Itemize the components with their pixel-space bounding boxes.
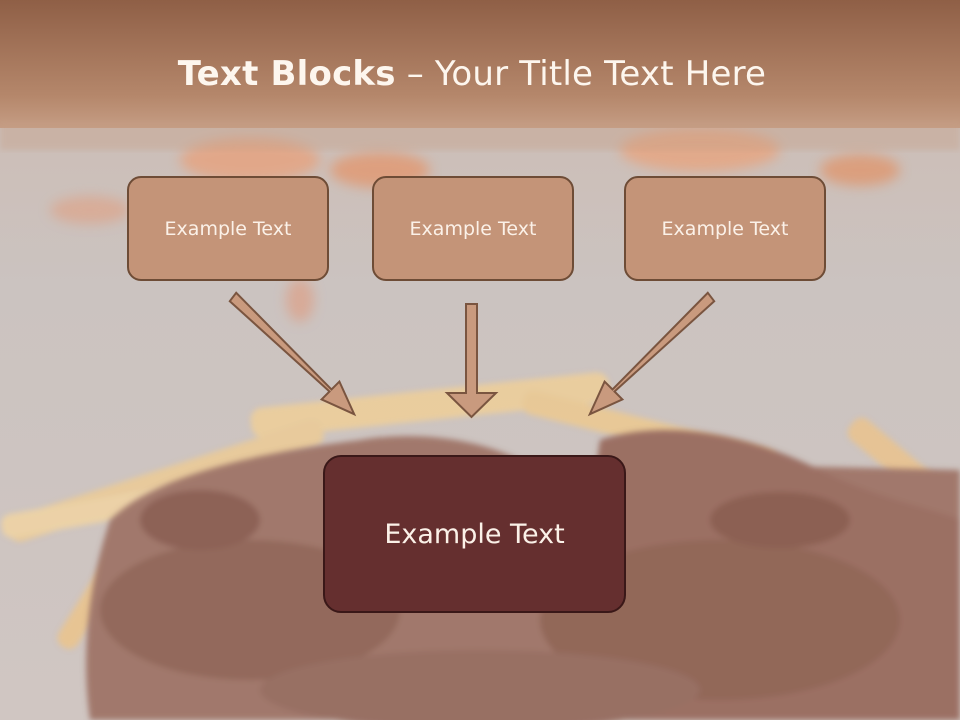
arrow-down-icon: [444, 303, 499, 419]
title-separator: –: [395, 54, 435, 94]
title-rest: Your Title Text Here: [434, 54, 767, 94]
text-block-label: Example Text: [164, 217, 292, 240]
slide-title: Text Blocks – Your Title Text Here: [0, 54, 944, 94]
main-text-block-label: Example Text: [384, 518, 565, 550]
main-text-block[interactable]: Example Text: [323, 455, 626, 613]
arrow-right-icon: [587, 291, 716, 417]
text-block-right[interactable]: Example Text: [624, 176, 826, 281]
title-bold: Text Blocks: [177, 54, 396, 94]
text-block-label: Example Text: [409, 217, 537, 240]
text-block-label: Example Text: [661, 217, 789, 240]
arrow-left-icon: [228, 291, 357, 417]
text-block-center[interactable]: Example Text: [372, 176, 574, 281]
text-block-left[interactable]: Example Text: [127, 176, 329, 281]
